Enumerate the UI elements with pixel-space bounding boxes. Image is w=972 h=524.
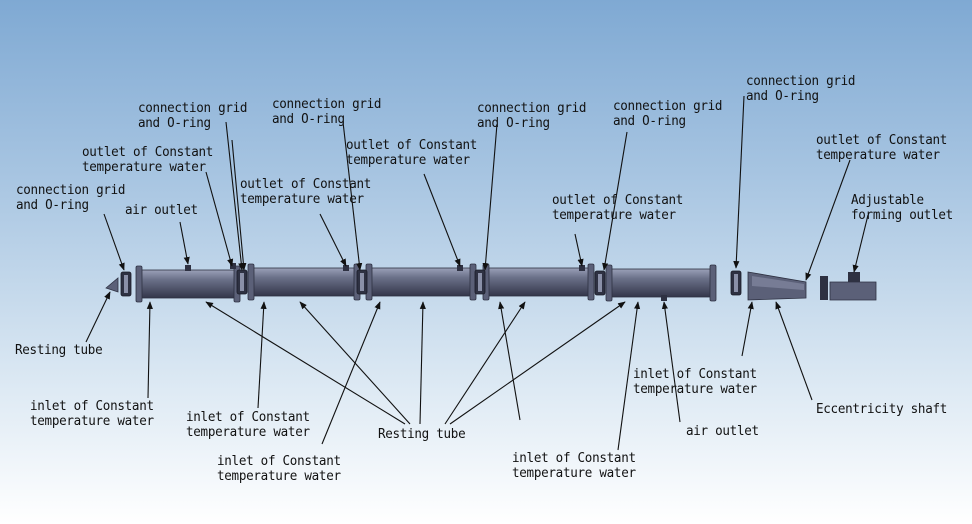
leader-arrow-1: [103, 213, 125, 271]
leader-arrow-27: [741, 301, 754, 357]
leader-arrow-26: [617, 301, 641, 451]
leader-arrow-12: [805, 159, 851, 281]
leader-arrow-9: [319, 213, 347, 267]
leader-arrow-8: [205, 171, 234, 267]
leader-arrow-23: [257, 301, 267, 409]
leader-arrow-25: [498, 301, 521, 421]
leader-arrow-28: [775, 301, 813, 401]
connection-grid-2: [236, 269, 248, 295]
leader-arrow-10: [423, 173, 461, 267]
connection-grid-5: [594, 270, 606, 296]
connection-grid-4: [474, 269, 486, 295]
leader-arrow-19: [419, 301, 426, 425]
leader-arrow-22: [146, 301, 153, 399]
leader-arrow-24: [321, 301, 381, 445]
leader-arrow-21: [449, 301, 626, 425]
tube-section-4: [482, 263, 595, 301]
tube-section-5: [605, 264, 717, 302]
label-air-outlet-2: air outlet: [686, 423, 759, 439]
left-end-cap: [105, 277, 119, 293]
connection-grid-6: [730, 270, 742, 296]
connection-grid-1: [120, 271, 132, 297]
fitting-2: [343, 265, 349, 271]
fitting-5: [661, 295, 667, 301]
leader-arrow-11: [574, 233, 584, 267]
leader-arrow-15: [852, 214, 869, 273]
leader-arrow-6: [602, 131, 628, 271]
leader-arrow-17: [205, 301, 406, 425]
leader-arrow-16: [85, 291, 111, 343]
leader-arrow-7: [733, 95, 745, 269]
label-resting-tube-1: Resting tube: [15, 342, 103, 358]
tube-section-2: [247, 263, 361, 301]
tube-section-1: [135, 265, 241, 303]
label-air-outlet-1: air outlet: [125, 202, 198, 218]
fitting-4: [579, 265, 585, 271]
fitting-3: [457, 265, 463, 271]
leader-arrow-14: [661, 301, 681, 423]
leader-arrow-4: [342, 121, 363, 271]
tube-section-3: [365, 263, 477, 301]
leader-arrow-5: [482, 123, 498, 271]
fitting-1: [185, 265, 191, 271]
leader-arrow-13: [179, 221, 190, 265]
adjustable-forming-outlet: [820, 272, 877, 301]
leader-arrow-2: [225, 121, 245, 271]
forming-cone: [747, 271, 807, 301]
label-resting-tube-2: Resting tube: [378, 426, 466, 442]
connection-grid-3: [356, 269, 368, 295]
label-eccentricity-shaft: Eccentricity shaft: [816, 401, 948, 417]
leader-arrow-3: [231, 139, 247, 271]
leader-arrow-20: [444, 301, 526, 425]
